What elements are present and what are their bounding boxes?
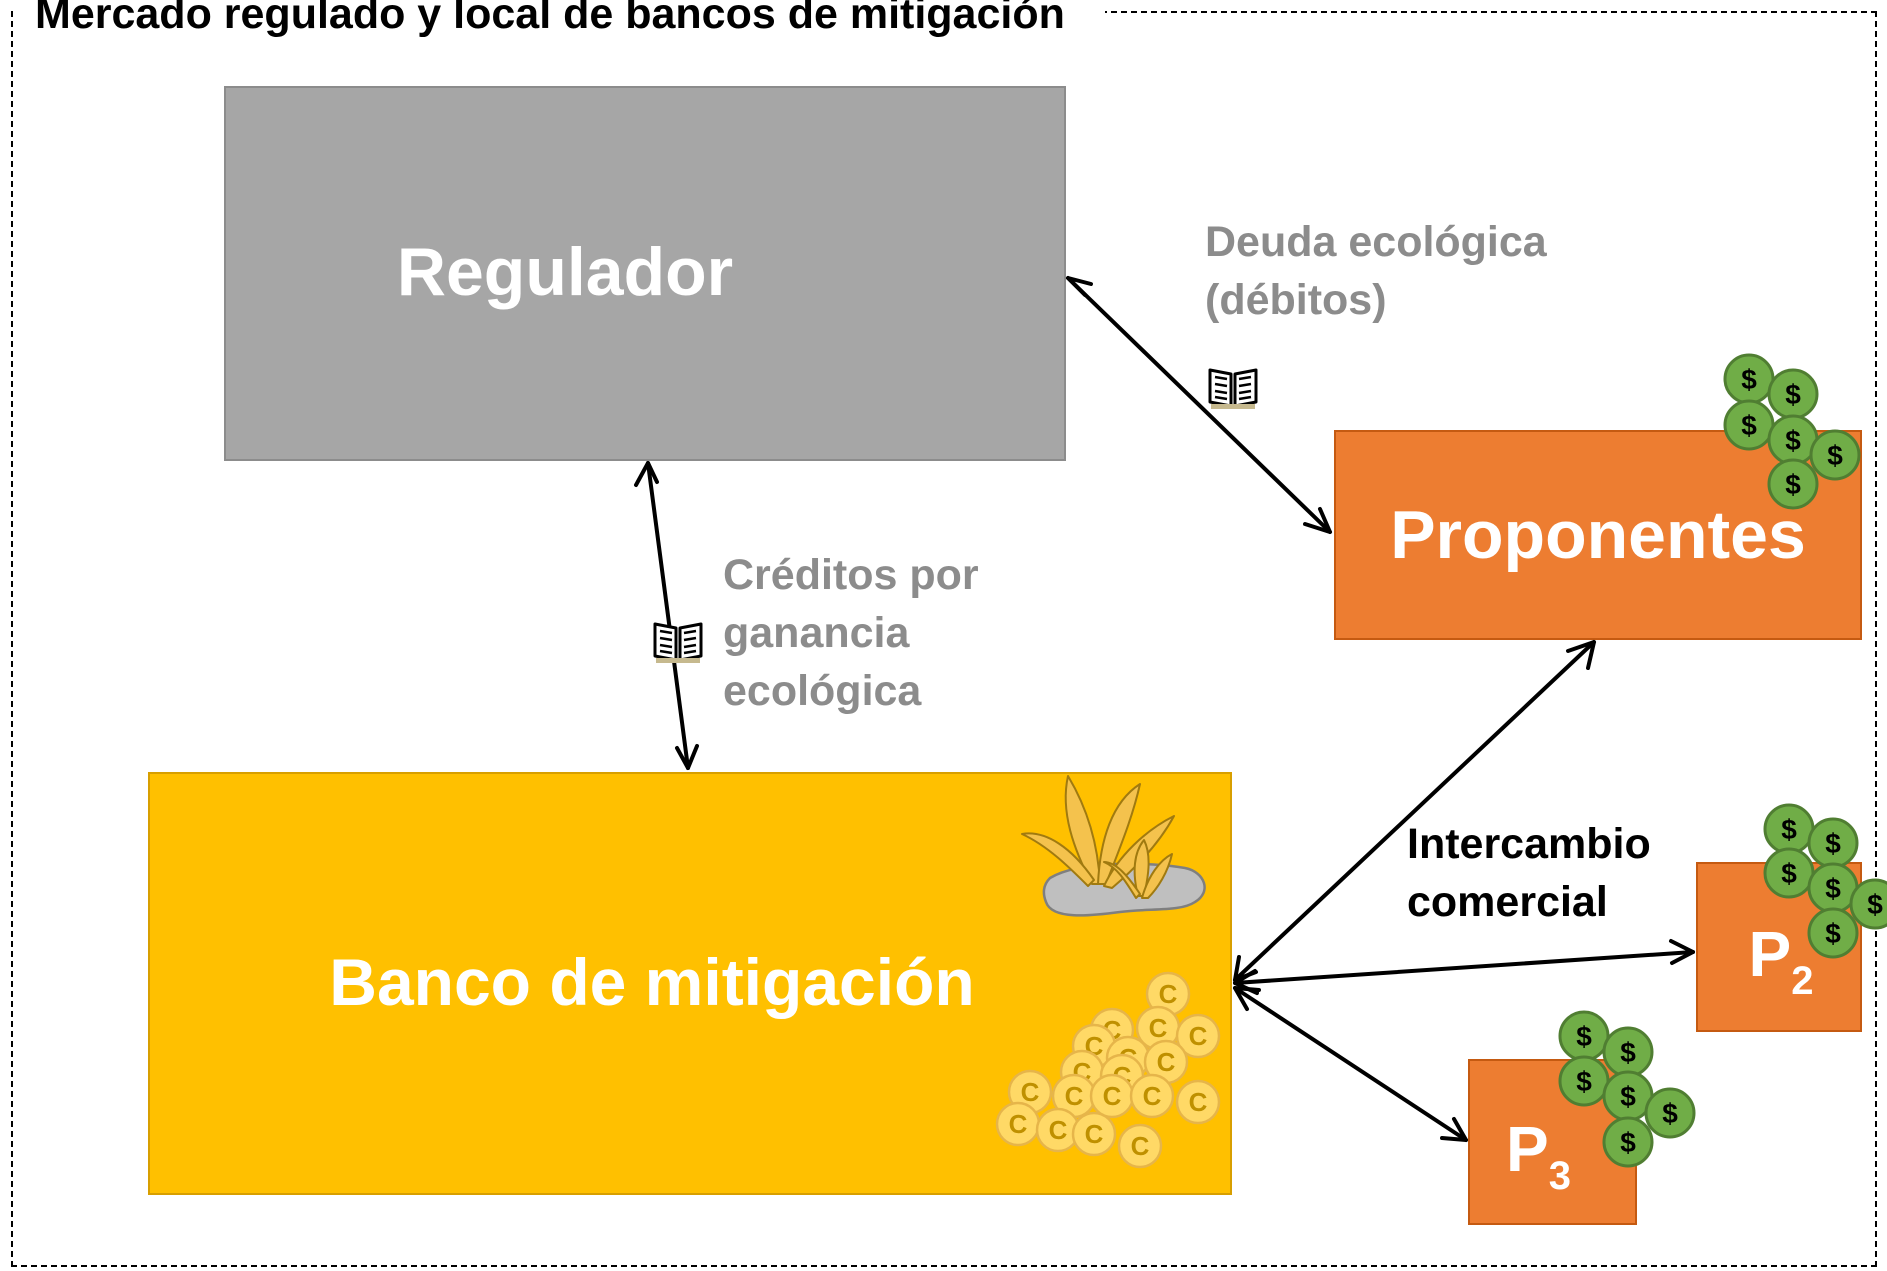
- dollar-coin-icon: [1807, 907, 1859, 959]
- diagram-title: Mercado regulado y local de bancos de mi…: [13, 0, 1105, 36]
- p2-label: P2: [1748, 917, 1814, 1003]
- credit-coin-icon: [1129, 1073, 1175, 1119]
- dollar-coin-icon: [1558, 1010, 1610, 1062]
- arrow-regulador-banco: [634, 461, 699, 770]
- proponentes-label: Proponentes: [1390, 497, 1806, 573]
- dollar-coin-icon: [1767, 458, 1819, 510]
- market-frame: Mercado regulado y local de bancos de mi…: [11, 0, 1877, 1267]
- dollar-coin-icon: [1558, 1055, 1610, 1107]
- credit-coin-icon: [1089, 1073, 1135, 1119]
- banco-mitigacion-label: Banco de mitigación: [329, 945, 975, 1019]
- arrow-banco-p3: [1233, 986, 1468, 1142]
- money-coins-p3: [1558, 1010, 1696, 1168]
- credit-coins-pile: [995, 971, 1221, 1169]
- dollar-coin-icon: [1644, 1087, 1696, 1139]
- dollar-coin-icon: [1763, 847, 1815, 899]
- book-icon: [653, 622, 703, 665]
- dollar-coin-icon: [1849, 878, 1887, 930]
- dollar-coin-icon: [1602, 1026, 1654, 1078]
- regulador-label: Regulador: [396, 234, 734, 310]
- arrow-banco-p2: [1233, 939, 1695, 995]
- regulador-box: Regulador: [224, 86, 1066, 461]
- credit-coin-icon: [995, 1101, 1041, 1147]
- p3-label: P3: [1506, 1112, 1571, 1198]
- money-coins-p2: [1763, 803, 1887, 959]
- proponentes-box: Proponentes: [1334, 430, 1862, 640]
- credit-coin-icon: [1175, 1079, 1221, 1125]
- wetland-plant-icon: [1021, 775, 1206, 917]
- arrow-regulador-proponentes: [1066, 276, 1332, 534]
- arrow-banco-proponentes: [1233, 640, 1596, 982]
- dollar-coin-icon: [1807, 817, 1859, 869]
- dollar-coin-icon: [1809, 429, 1861, 481]
- dollar-coin-icon: [1723, 399, 1775, 451]
- dollar-coin-icon: [1602, 1116, 1654, 1168]
- deuda-ecologica-label: Deuda ecológica(débitos): [1205, 218, 1547, 324]
- money-coins-proponentes: [1723, 353, 1861, 510]
- dollar-coin-icon: [1767, 368, 1819, 420]
- credit-coin-icon: [1071, 1111, 1117, 1157]
- dollar-coin-icon: [1763, 803, 1815, 855]
- dollar-coin-icon: [1723, 353, 1775, 405]
- credit-coin-icon: [1117, 1123, 1163, 1169]
- book-icon: [1208, 368, 1258, 411]
